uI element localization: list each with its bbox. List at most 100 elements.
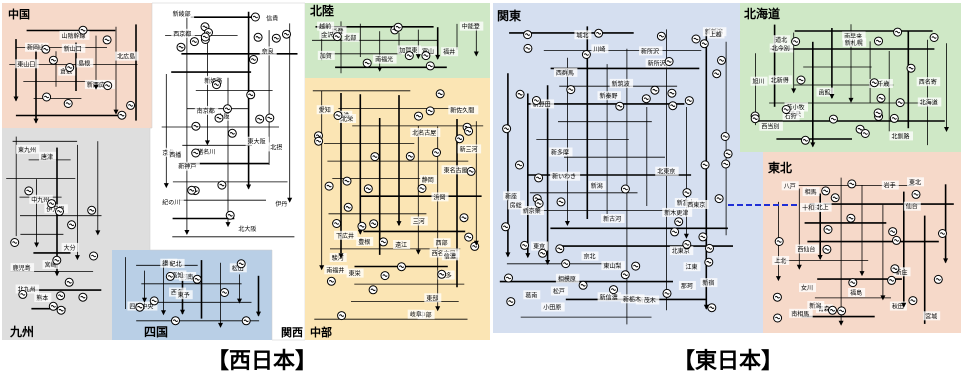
substation-label: 八戸 [784, 183, 796, 190]
substation-label: 新佐久間 [450, 106, 474, 114]
substation-label: 西部 [436, 239, 448, 247]
substation-label: 豊根 [358, 238, 370, 246]
substation-label: 女川 [801, 284, 813, 292]
region-label-kanto: 関東 [497, 8, 521, 23]
substation-label: 新いわき [552, 173, 576, 181]
substation-label: 新筑波 [612, 80, 630, 88]
substation-label: 北広島 [117, 53, 135, 61]
substation-label: 北海道 [920, 99, 938, 107]
substation-label: 上北 [774, 257, 786, 265]
substation-label: 江東 [686, 263, 698, 271]
region-label-chubu: 中部 [310, 325, 332, 339]
substation-label: 新京葉 [523, 207, 541, 215]
substation-label: 信貴 [266, 14, 278, 22]
substation-label: 西名寄 [919, 78, 937, 86]
substation-label: 北摂 [270, 143, 282, 151]
region-label-kansai: 関西 [281, 326, 303, 339]
substation-label: 新神戸 [178, 163, 196, 171]
substation-label: 北釧路 [892, 132, 910, 140]
west-japan-caption: 【西日本】 [207, 343, 317, 375]
substation-label: 旭川 [753, 78, 765, 86]
region-label-hokuriku: 北陸 [310, 3, 334, 18]
substation-label: 西当別 [761, 123, 779, 131]
substation-label: 新信濃 [600, 293, 618, 301]
substation-label: 中九州 [31, 196, 49, 204]
power-grid-diagram: 新山口島根岡山新岡山山陰幹線東山口新西広島北広島倉敷唐津伊万里鹿児島宮崎熊本大分… [0, 0, 963, 345]
substation-label: 南福井 [326, 266, 344, 274]
east-japan-caption: 【東日本】 [673, 343, 783, 375]
substation-label: 静岡 [422, 176, 434, 184]
substation-label: 東大阪 [248, 138, 266, 146]
substation-label: 奈良 [262, 47, 274, 55]
substation-label: 西播 [169, 151, 181, 159]
substation-label: 信濃 [444, 252, 456, 260]
substation-label: 東栄 [349, 270, 361, 278]
region-bg-chubu [305, 78, 490, 340]
substation-label: 岐阜 [410, 311, 422, 319]
region-label-shikoku: 四国 [144, 325, 168, 339]
region-label-tohoku: 東北 [768, 160, 792, 175]
substation-label: 函館 [819, 89, 831, 97]
substation-label: 加賀 [320, 52, 332, 60]
substation-label: 福井 [443, 48, 455, 56]
substation-label: 川崎 [593, 45, 605, 53]
substation-label: 西仙台 [797, 246, 815, 254]
substation-label: 北部 [344, 34, 356, 42]
substation-label: 遠江 [395, 241, 407, 249]
substation-label: 東九州 [18, 146, 36, 154]
substation-label: 城北 [576, 31, 588, 39]
substation-label: 北名古屋 [412, 129, 436, 137]
substation-label: 東名古屋 [444, 166, 468, 174]
substation-label: 新宿 [702, 279, 714, 287]
substation-label: 新三河 [460, 145, 478, 153]
substation-label: 新多摩 [551, 149, 569, 157]
substation-label: 鹿児島 [13, 264, 31, 272]
substation-label: 北大阪 [238, 225, 256, 233]
substation-label: 南京都 [197, 107, 215, 115]
substation-label: 房総 [510, 201, 522, 209]
substation-label: 浜岡 [434, 193, 446, 201]
substation-label: 西東京 [687, 201, 705, 209]
substation-label: 西京都 [173, 30, 191, 38]
substation-label: 大分 [64, 244, 76, 252]
substation-label: 北東京 [657, 168, 675, 176]
substation-label: 南福光 [375, 56, 393, 64]
substation-label: 松戸 [553, 288, 565, 296]
substation-label: 北上 [817, 204, 829, 212]
substation-label: 島根 [78, 59, 90, 67]
substation-label: 宮城 [925, 312, 937, 320]
substation-label: 唐津 [41, 153, 53, 161]
region-bg-kanto [493, 3, 763, 333]
substation-label: 中能登 [462, 23, 480, 31]
substation-label: 岩手 [884, 182, 896, 190]
substation-label: 上越 [710, 31, 722, 39]
region-label-chugoku: 中国 [8, 7, 30, 21]
substation-label: 紀北 [170, 260, 182, 268]
substation-label: 南相馬 [791, 310, 809, 318]
substation-label: 下広井 [336, 232, 354, 240]
substation-label: 新潟 [591, 182, 603, 190]
substation-label: 新所沢 [648, 60, 666, 68]
substation-label: 新秦野 [600, 92, 618, 100]
substation-label: 那珂 [681, 282, 693, 290]
substation-label: 金沢 [321, 31, 333, 39]
substation-label: 北栄 [341, 115, 353, 123]
substation-label: 愛知 [319, 106, 331, 114]
substation-label: 北新得 [771, 76, 789, 84]
substation-label: 東部 [426, 294, 438, 302]
substation-label: 葛南 [525, 291, 537, 299]
substation-label: 熊本 [36, 294, 48, 302]
substation-label: 三河 [413, 218, 425, 226]
region-backgrounds [2, 3, 961, 340]
substation-label: 新古河 [603, 215, 621, 223]
substation-label: 福島 [850, 289, 862, 297]
region-label-hokkaido: 北海道 [744, 6, 780, 21]
substation-label: 相模原 [558, 275, 576, 283]
substation-label: 東予 [178, 291, 190, 299]
substation-label: 新所沢 [641, 47, 659, 55]
substation-label: 東山口 [17, 60, 35, 68]
substation-label: 紀の川 [162, 199, 180, 207]
substation-label: 越前 [319, 23, 331, 31]
substation-label: 新札幌 [845, 39, 863, 47]
substation-label: 新潟 [809, 302, 821, 310]
